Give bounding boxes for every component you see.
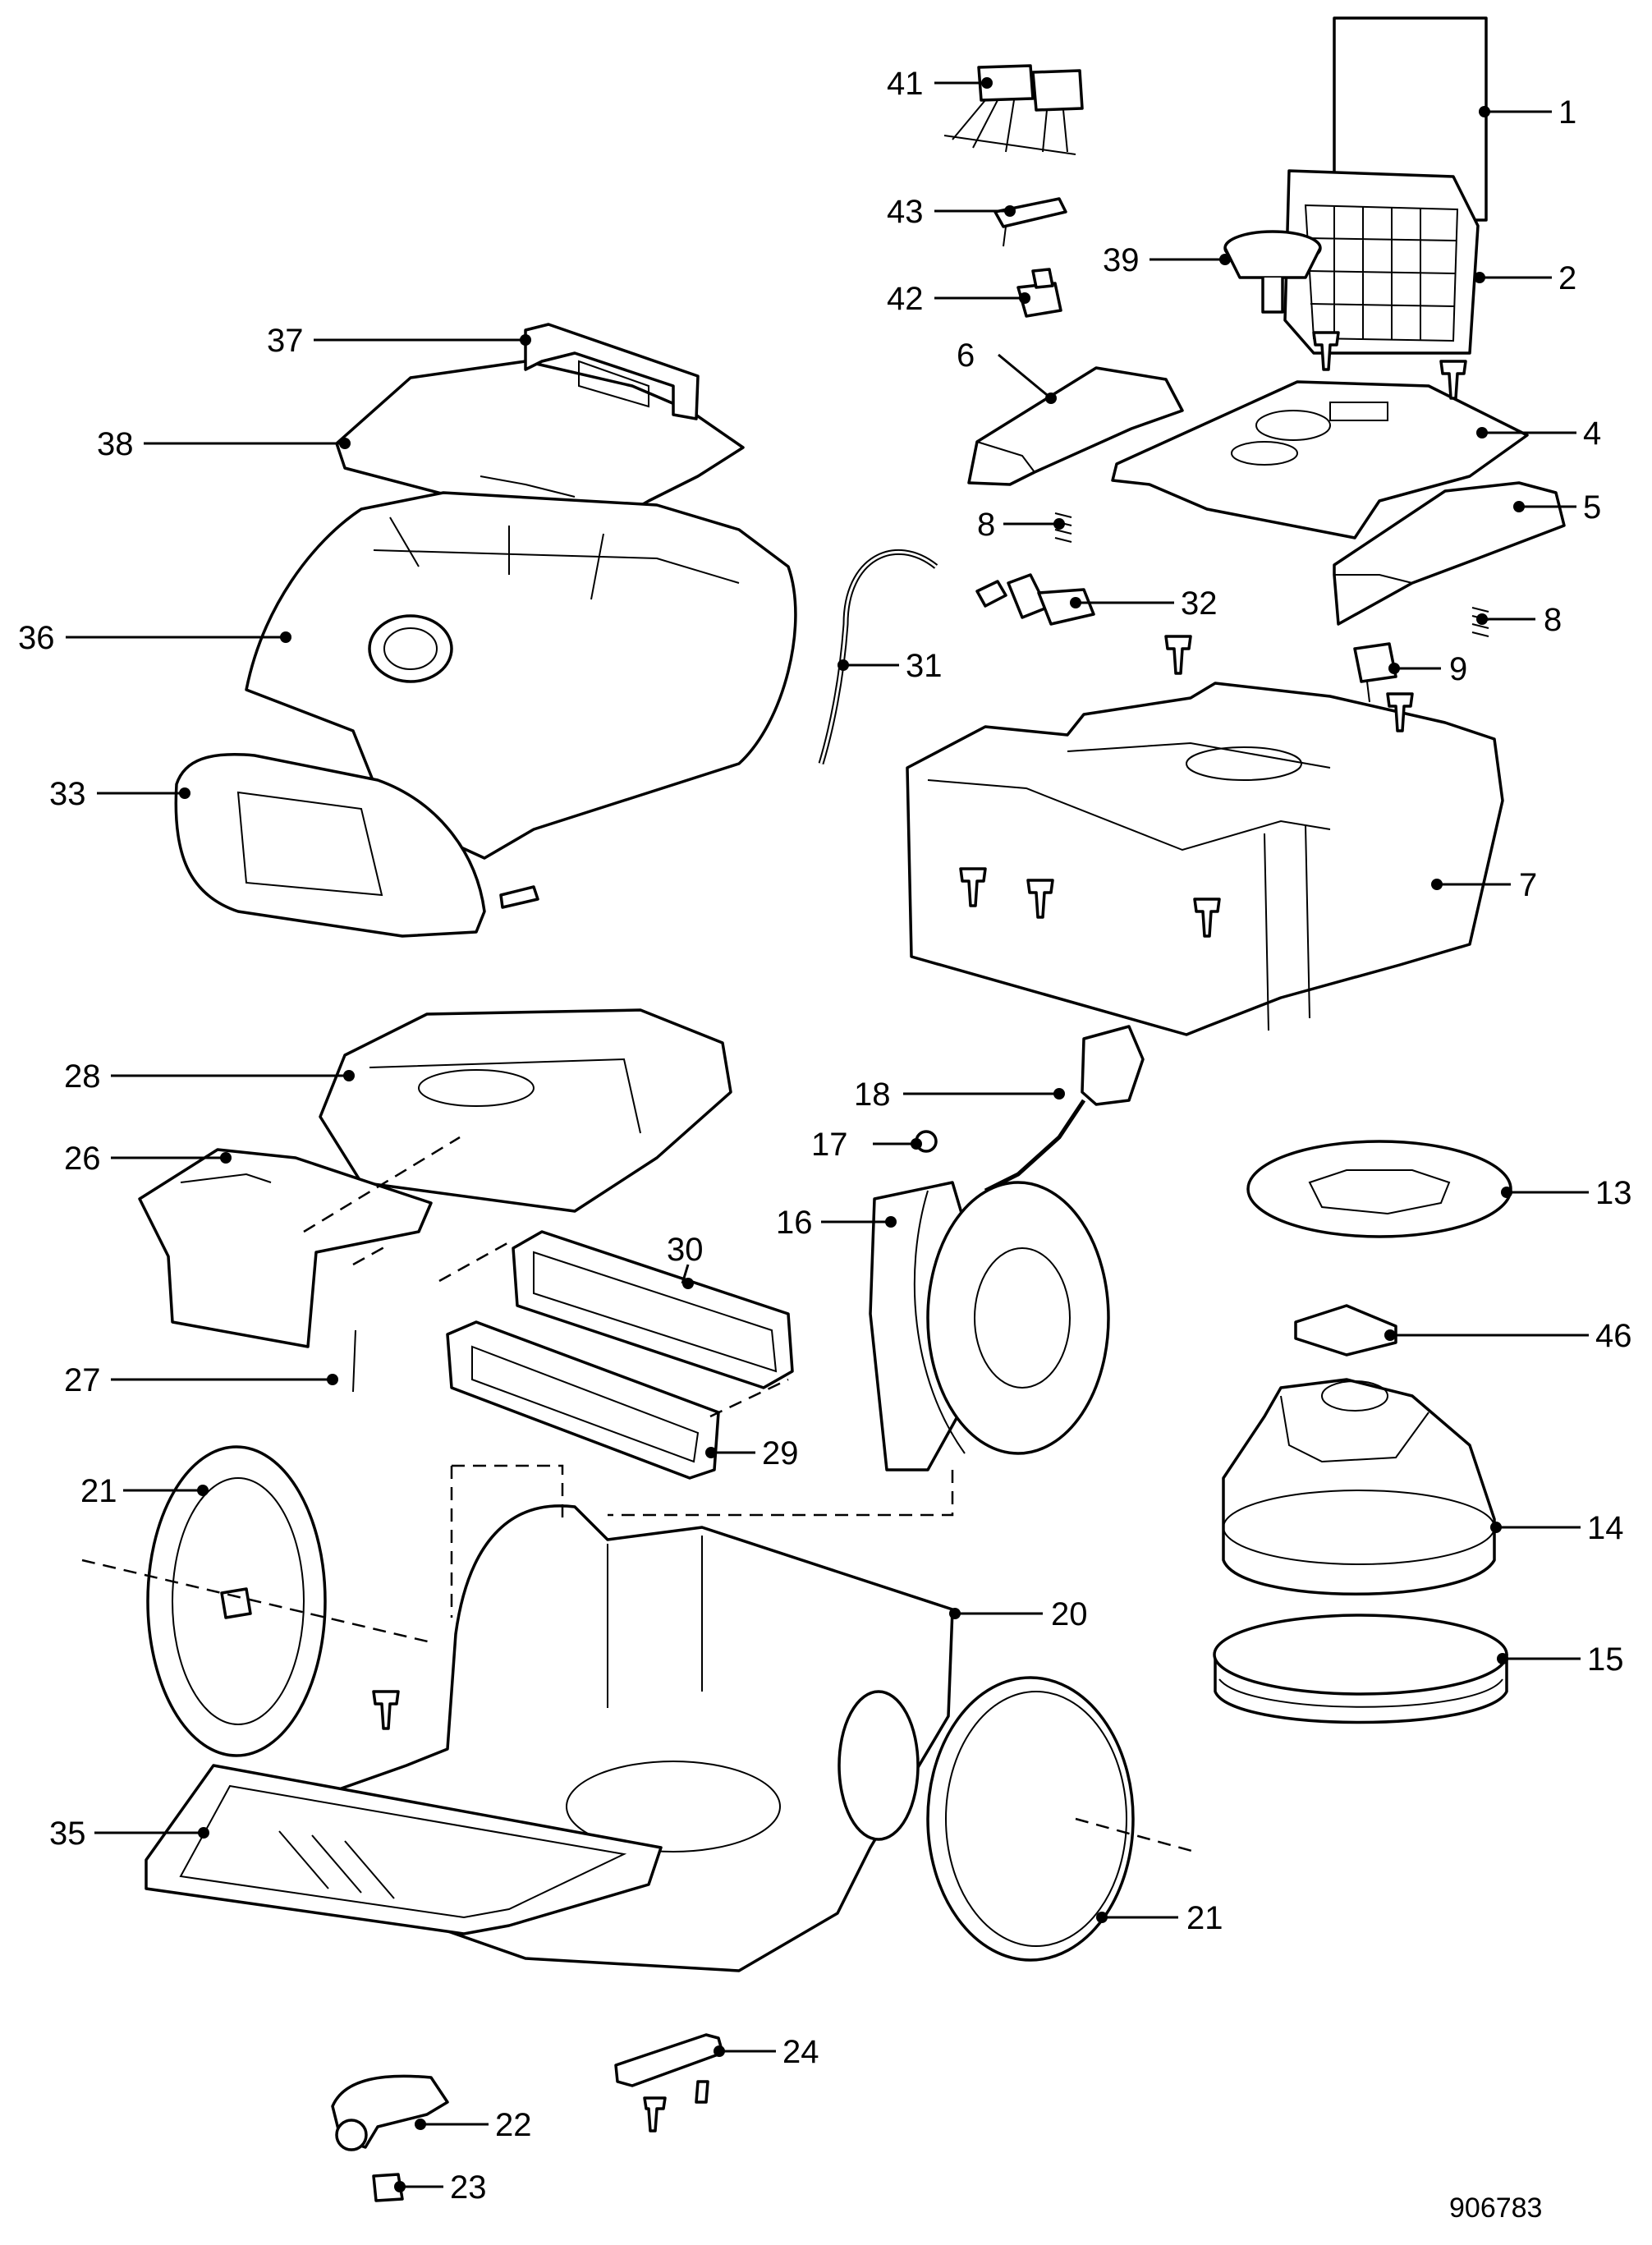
callout-24: 24: [782, 2034, 819, 2070]
callout-27: 27: [64, 1362, 101, 1398]
callout-6: 6: [957, 337, 975, 374]
part-1-filter-sheet: [1333, 16, 1488, 222]
callout-17: 17: [811, 1127, 848, 1163]
part-16-cord-reel: [869, 1181, 1110, 1471]
part-42-switch-part: [1016, 268, 1062, 318]
callout-30: 30: [667, 1232, 704, 1268]
callout-31: 31: [906, 648, 943, 684]
part-28-bag-holder: [319, 1008, 732, 1213]
part-33-front-handle: [174, 753, 539, 938]
assembly-guide-lines: [81, 1136, 1195, 1853]
part-35-front-frame: [145, 1764, 663, 1935]
screws: [372, 331, 1467, 2133]
callout-37: 37: [267, 323, 304, 359]
callout-38: 38: [97, 426, 134, 462]
callout-21-left: 21: [80, 1473, 117, 1509]
part-2-filter-grid: [1283, 169, 1480, 355]
callout-5: 5: [1583, 489, 1601, 526]
part-23-castor-pin: [372, 2173, 404, 2202]
callout-9: 9: [1449, 651, 1467, 687]
part-27-pin: [352, 1329, 356, 1393]
callout-13: 13: [1595, 1175, 1632, 1211]
callout-8-a: 8: [977, 507, 995, 543]
drawing-number: 906783: [1449, 2192, 1542, 2224]
part-21-wheel-left: [146, 1445, 327, 1757]
callout-36: 36: [18, 620, 55, 656]
callout-23: 23: [450, 2169, 487, 2206]
part-13-ring-gasket: [1246, 1140, 1512, 1238]
part-39-vent-cap: [1223, 230, 1322, 314]
callout-14: 14: [1587, 1510, 1624, 1546]
callout-39: 39: [1103, 242, 1140, 278]
part-4-top-plate: [1111, 380, 1529, 539]
callout-leaders: [66, 77, 1589, 2192]
callout-41: 41: [887, 66, 924, 102]
part-24-clip-strip: [614, 2033, 724, 2104]
part-41-connector: [943, 64, 1084, 155]
callout-4: 4: [1583, 415, 1601, 452]
callout-32: 32: [1181, 585, 1218, 622]
part-46-plate: [1294, 1304, 1397, 1357]
part-26-bracket: [138, 1148, 433, 1348]
callout-33: 33: [49, 776, 86, 812]
callout-21-right: 21: [1186, 1900, 1223, 1936]
part-21-wheel-right: [926, 1676, 1135, 1962]
part-31-cable: [818, 549, 938, 765]
part-32-switch-rod: [975, 573, 1095, 626]
callout-29: 29: [762, 1435, 799, 1471]
callout-35: 35: [49, 1816, 86, 1852]
part-9-switch: [1353, 642, 1397, 703]
callout-28: 28: [64, 1058, 101, 1095]
callout-15: 15: [1587, 1641, 1624, 1678]
part-15-motor-ring: [1213, 1614, 1508, 1724]
callout-26: 26: [64, 1141, 101, 1177]
part-14-motor: [1222, 1378, 1496, 1595]
part-37-handle: [524, 323, 700, 420]
callout-42: 42: [887, 281, 924, 317]
part-30-filter-grille: [512, 1230, 794, 1389]
part-7-motor-housing: [906, 682, 1504, 1036]
part-5-side-cover: [1333, 481, 1566, 626]
callout-7: 7: [1519, 867, 1537, 903]
callout-labels: 1 2 4 5 6 7 8 8 9 13 14 15 16 17 18 20 2…: [18, 66, 1632, 2224]
callout-16: 16: [776, 1205, 813, 1241]
part-22-castor: [331, 2074, 449, 2151]
callout-20: 20: [1051, 1596, 1088, 1632]
callout-22: 22: [495, 2107, 532, 2143]
part-36-top-cover: [245, 491, 797, 860]
part-18-plug-cable: [984, 1025, 1145, 1193]
callout-8-b: 8: [1544, 602, 1562, 638]
part-6-side-cover: [967, 366, 1184, 486]
part-29-filter-frame: [446, 1320, 720, 1480]
callout-18: 18: [854, 1077, 891, 1113]
callout-1: 1: [1558, 94, 1576, 131]
callout-46: 46: [1595, 1318, 1632, 1354]
callout-43: 43: [887, 194, 924, 230]
callout-2: 2: [1558, 260, 1576, 296]
part-43-contact-strip: [993, 197, 1067, 247]
